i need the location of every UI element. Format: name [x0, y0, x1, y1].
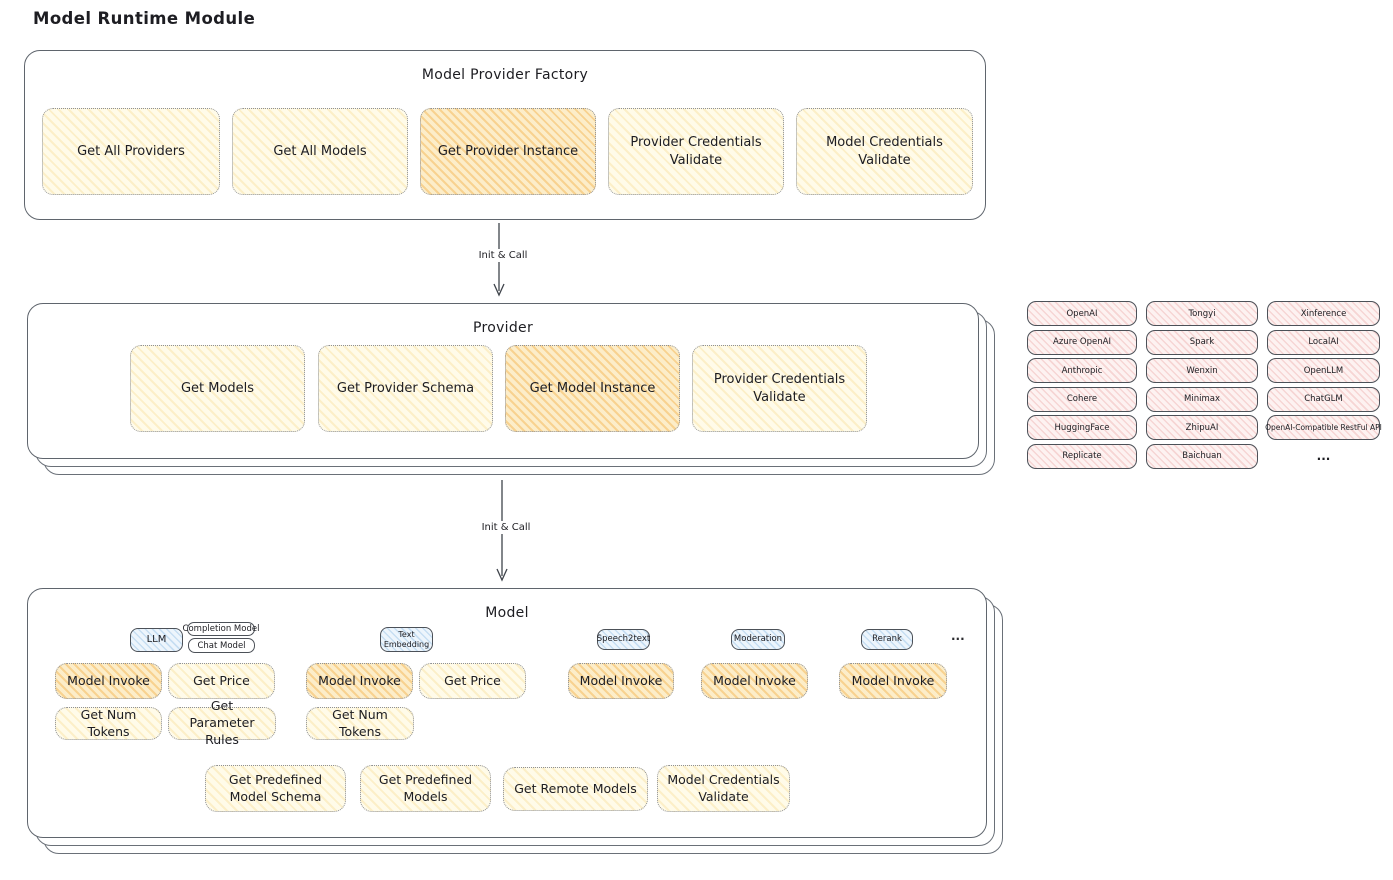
node-get-price-llm: Get Price — [168, 663, 275, 699]
node-model-credentials-validate: Model Credentials Validate — [657, 765, 790, 812]
factory-box-title: Model Provider Factory — [421, 67, 589, 83]
model-box: Model LLM Completion Model Chat Model Te… — [27, 588, 987, 838]
tag-chat-model: Chat Model — [188, 638, 255, 653]
provider-pill-wenxin: Wenxin — [1146, 358, 1258, 383]
node-get-predefined-model-schema: Get Predefined Model Schema — [205, 765, 346, 812]
provider-pill-openai-compatible-restful-api: OpenAI-Compatible RestFul API — [1265, 415, 1382, 440]
provider-pill-spark: Spark — [1146, 329, 1258, 355]
node-model-invoke-text-embedding: Model Invoke — [306, 663, 413, 699]
node-get-num-tokens-text-embedding: Get Num Tokens — [306, 707, 414, 740]
provider-pill-azure-openai: Azure OpenAI — [1027, 329, 1137, 355]
model-types-ellipsis: ... — [951, 629, 965, 643]
provider-pill-openllm: OpenLLM — [1267, 358, 1380, 383]
provider-pill-chatglm: ChatGLM — [1267, 386, 1380, 412]
node-provider-credentials-validate: Provider Credentials Validate — [692, 345, 867, 432]
provider-box-title: Provider — [472, 320, 534, 336]
providers-ellipsis: ... — [1316, 449, 1331, 463]
node-get-parameter-rules-llm: Get Parameter Rules — [168, 698, 276, 747]
tab-speech2text: Speech2text — [597, 629, 650, 650]
provider-pill-replicate: Replicate — [1027, 443, 1137, 469]
node-get-all-providers: Get All Providers — [42, 108, 220, 195]
provider-pill-localai: LocalAI — [1267, 329, 1380, 355]
tab-llm: LLM — [130, 628, 183, 652]
node-get-remote-models: Get Remote Models — [503, 767, 648, 811]
providers-grid: OpenAI Tongyi Xinference Azure OpenAI Sp… — [1027, 301, 1382, 469]
provider-pill-baichuan: Baichuan — [1146, 443, 1258, 469]
provider-box: Provider Get Models Get Provider Schema … — [27, 303, 979, 459]
tab-rerank: Rerank — [861, 629, 913, 650]
node-provider-credentials-validate-factory: Provider Credentials Validate — [608, 108, 784, 195]
node-model-credentials-validate-factory: Model Credentials Validate — [796, 108, 973, 195]
node-get-price-text-embedding: Get Price — [419, 663, 526, 699]
provider-pill-huggingface: HuggingFace — [1027, 415, 1137, 440]
provider-pill-xinference: Xinference — [1267, 301, 1380, 326]
node-get-provider-schema: Get Provider Schema — [318, 345, 493, 432]
tab-moderation: Moderation — [731, 629, 785, 650]
node-model-invoke-rerank: Model Invoke — [839, 663, 947, 699]
node-model-invoke-llm: Model Invoke — [55, 663, 162, 699]
arrow-label-init-call-2: Init & Call — [465, 521, 547, 534]
provider-pill-zhipuai: ZhipuAI — [1146, 415, 1258, 440]
provider-pill-minimax: Minimax — [1146, 386, 1258, 412]
node-get-num-tokens-llm: Get Num Tokens — [55, 707, 162, 740]
node-model-invoke-moderation: Model Invoke — [701, 663, 808, 699]
node-get-provider-instance: Get Provider Instance — [420, 108, 596, 195]
provider-pill-openai: OpenAI — [1027, 301, 1137, 326]
tag-completion-model: Completion Model — [182, 622, 260, 636]
model-box-title: Model — [485, 605, 529, 621]
node-get-models: Get Models — [130, 345, 305, 432]
tab-text-embedding: Text Embedding — [380, 627, 433, 652]
node-get-model-instance: Get Model Instance — [505, 345, 680, 432]
node-get-all-models: Get All Models — [232, 108, 408, 195]
node-model-invoke-speech2text: Model Invoke — [568, 663, 674, 699]
arrow-label-init-call-1: Init & Call — [462, 249, 544, 262]
provider-pill-cohere: Cohere — [1027, 386, 1137, 412]
page-title: Model Runtime Module — [33, 9, 256, 28]
factory-box: Model Provider Factory Get All Providers… — [24, 50, 986, 220]
node-get-predefined-models: Get Predefined Models — [360, 765, 491, 812]
provider-pill-tongyi: Tongyi — [1146, 301, 1258, 326]
provider-pill-anthropic: Anthropic — [1027, 358, 1137, 383]
